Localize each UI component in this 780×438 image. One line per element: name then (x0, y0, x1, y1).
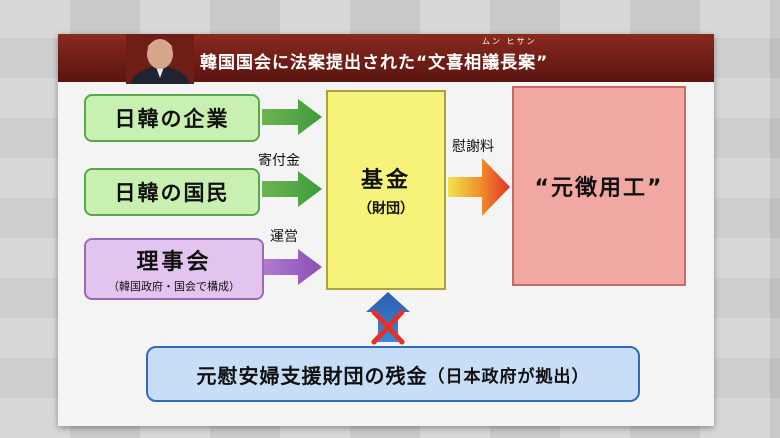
speaker-portrait (126, 34, 194, 84)
box-japan-korea-companies: 日韓の企業 (84, 94, 260, 142)
edge-label-consolation: 慰謝料 (452, 139, 494, 155)
box-former-workers: “元徴用工” (512, 86, 686, 286)
portrait-image (126, 34, 194, 84)
arrow-leftover-to-fund (366, 292, 410, 342)
box-leftover-funds: 元慰安婦支援財団の残金 （日本政府が拠出） (146, 346, 640, 402)
box-label: 日韓の企業 (114, 107, 230, 131)
header-ruby: ムン ヒサン (482, 37, 537, 46)
box-label: 日韓の国民 (114, 181, 230, 205)
box-sublabel: （韓国政府・国会で構成） (108, 280, 240, 293)
header-title: 韓国国会に法案提出された“文喜相議長案” (200, 53, 549, 73)
edge-label-donation: 寄付金 (258, 153, 300, 169)
box-label: 元慰安婦支援財団の残金 (196, 363, 428, 388)
box-label: 理事会 (136, 250, 212, 275)
arrow-board-to-fund (262, 249, 322, 285)
cross-mark-icon (371, 309, 405, 345)
box-label: “元徴用工” (534, 176, 664, 201)
box-sublabel: （財団） (358, 201, 414, 217)
box-japan-korea-citizens: 日韓の国民 (84, 168, 260, 216)
box-fund: 基金 （財団） (326, 90, 446, 290)
arrow-citizens-to-fund (262, 171, 322, 207)
arrow-fund-to-workers (448, 158, 510, 216)
box-label: 基金 (360, 168, 411, 193)
box-sublabel: （日本政府が拠出） (427, 366, 590, 387)
arrow-companies-to-fund (262, 99, 322, 135)
box-board-of-directors: 理事会 （韓国政府・国会で構成） (84, 238, 264, 300)
edge-label-operation: 運営 (270, 229, 298, 245)
